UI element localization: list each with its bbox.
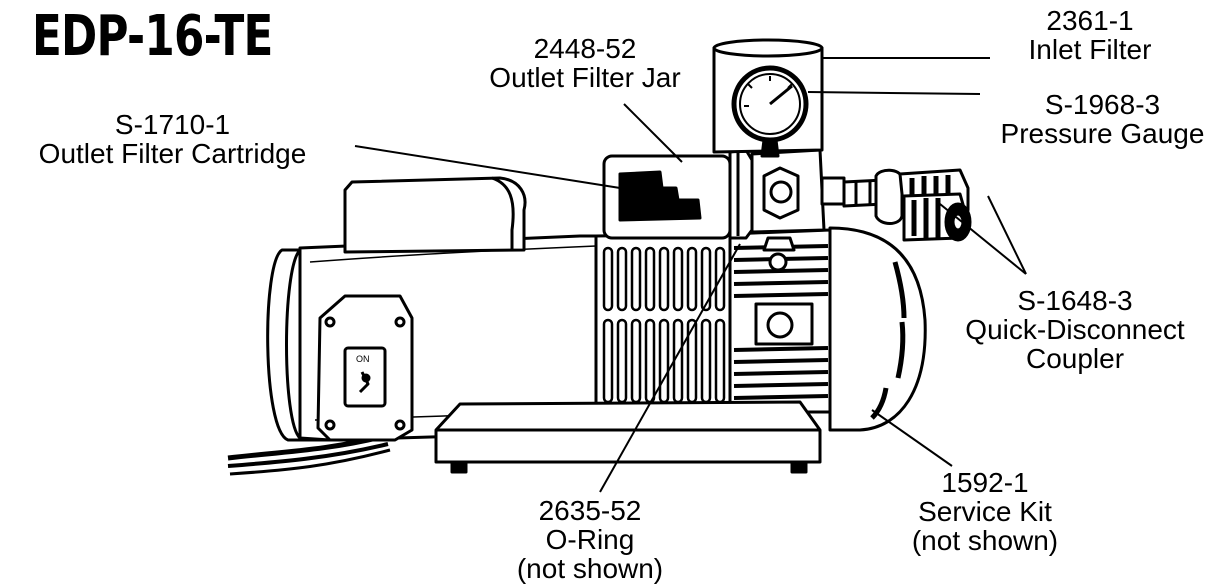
label-quick-disconnect-coupler: S-1648-3 Quick-Disconnect Coupler [930, 286, 1220, 373]
o-ring-name: O-Ring [545, 524, 635, 555]
power-cord [227, 433, 391, 476]
inlet-filter-part: 2361-1 [1046, 5, 1134, 36]
valve-manifold [750, 148, 826, 234]
outlet-filter-jar-part: 2448-52 [533, 33, 637, 64]
label-o-ring: 2635-52 O-Ring (not shown) [490, 496, 690, 583]
pump-fins [594, 232, 732, 414]
motor-junction-box [343, 176, 527, 254]
leader-pressure-gauge [807, 91, 981, 95]
switch-on-text: ON [356, 354, 370, 364]
pressure-gauge-name: Pressure Gauge [1000, 118, 1205, 149]
label-outlet-filter-jar: 2448-52 Outlet Filter Jar [440, 34, 730, 92]
switch-plate [316, 294, 414, 442]
outlet-filter-jar-name: Outlet Filter Jar [489, 62, 681, 93]
leader-service-kit [871, 409, 953, 467]
inlet-filter-name: Inlet Filter [1028, 34, 1152, 65]
label-outlet-filter-cartridge: S-1710-1 Outlet Filter Cartridge [0, 110, 345, 168]
outlet-filter-cartridge-part: S-1710-1 [114, 109, 231, 140]
pump-cylinder [728, 228, 832, 414]
label-inlet-filter: 2361-1 Inlet Filter [990, 6, 1190, 64]
quick-disconnect-assembly [820, 168, 972, 242]
o-ring-note: (not shown) [516, 553, 664, 584]
service-kit-note: (not shown) [911, 525, 1059, 556]
tank-housing [828, 226, 927, 432]
leader-coupler-a [939, 203, 1027, 275]
model-title: EDP-16-TE [32, 4, 273, 69]
leader-outlet-filter-cartridge [354, 145, 621, 189]
outlet-filter-cartridge-name: Outlet Filter Cartridge [38, 138, 307, 169]
leader-outlet-filter-jar [623, 103, 683, 163]
service-kit-name: Service Kit [918, 496, 1052, 527]
label-service-kit: 1592-1 Service Kit (not shown) [860, 468, 1110, 555]
outlet-filter-jar [602, 154, 732, 240]
quick-disconnect-coupler-name2: Coupler [1025, 343, 1125, 374]
quick-disconnect-coupler-part: S-1648-3 [1017, 285, 1133, 316]
filter-nut [728, 148, 754, 240]
quick-disconnect-coupler-name1: Quick-Disconnect [965, 314, 1185, 345]
label-pressure-gauge: S-1968-3 Pressure Gauge [980, 90, 1225, 148]
leader-coupler-b [987, 195, 1027, 275]
leader-lines [354, 57, 1027, 493]
leader-o-ring [599, 243, 741, 493]
service-kit-part: 1592-1 [941, 467, 1029, 498]
pressure-gauge-dial [731, 65, 809, 158]
o-ring-part: 2635-52 [538, 495, 642, 526]
pressure-gauge-part: S-1968-3 [1044, 89, 1161, 120]
base-plate [434, 400, 822, 474]
